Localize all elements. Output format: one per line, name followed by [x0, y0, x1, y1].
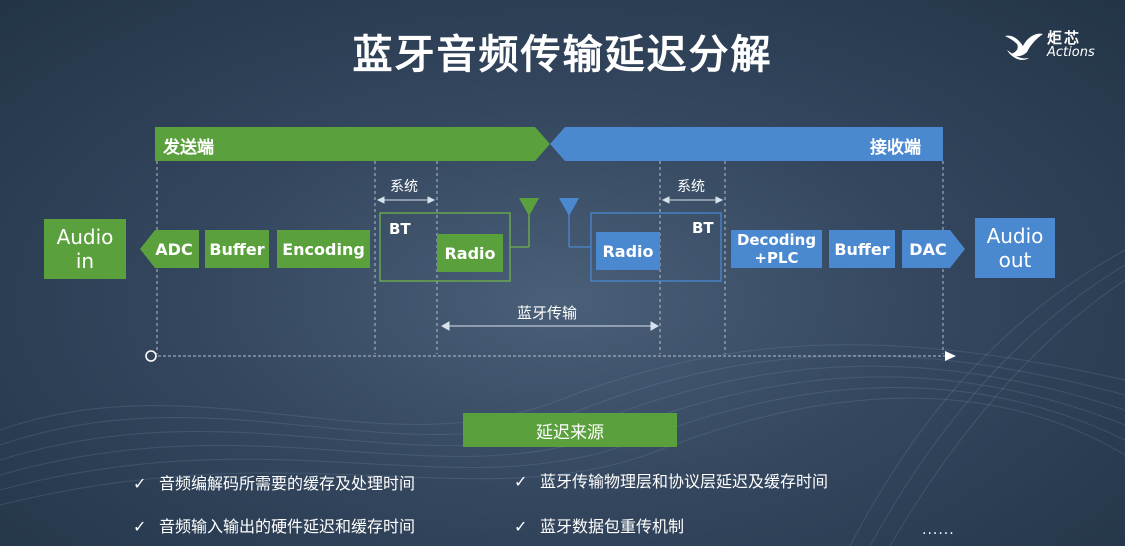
- adc-block: ADC: [155, 239, 193, 259]
- adc-arrow-shape: [140, 230, 199, 268]
- sender-banner-label: 发送端: [163, 138, 214, 158]
- check-icon: ✓: [514, 472, 528, 491]
- bird-logo-icon: [1005, 33, 1043, 60]
- latency-item-text: 蓝牙传输物理层和协议层延迟及缓存时间: [540, 472, 829, 491]
- decoding-plc-block: Decoding +PLC: [731, 230, 822, 268]
- logo-en-text: Actions: [1047, 45, 1095, 60]
- page-title: 蓝牙音频传输延迟分解: [352, 32, 773, 78]
- sender-antenna-icon: [510, 198, 539, 248]
- audio-in-box: Audio in: [44, 219, 126, 279]
- sender-radio-block: Radio: [437, 234, 503, 272]
- receiver-bt-label: BT: [692, 219, 714, 237]
- latency-item-3: ✓ 蓝牙传输物理层和协议层延迟及缓存时间: [514, 468, 828, 492]
- sender-banner: [155, 127, 550, 161]
- audio-in-line1: Audio: [56, 225, 114, 249]
- audio-out-box: Audio out: [975, 218, 1055, 278]
- receiver-buffer-block: Buffer: [829, 230, 895, 268]
- decoding-plc-label: Decoding +PLC: [736, 231, 817, 267]
- check-icon: ✓: [133, 517, 147, 536]
- dac-arrow-shape: [902, 230, 965, 268]
- bt-transmission-label: 蓝牙传输: [517, 304, 578, 322]
- audio-out-line1: Audio: [986, 224, 1044, 248]
- latency-item-1: ✓ 音频编解码所需要的缓存及处理时间: [133, 470, 415, 494]
- latency-item-2: ✓ 音频输入输出的硬件延迟和缓存时间: [133, 513, 415, 537]
- audio-out-line2: out: [998, 248, 1032, 272]
- more-ellipsis: ......: [922, 522, 955, 538]
- check-icon: ✓: [133, 474, 147, 493]
- sender-system-label: 系统: [390, 179, 418, 195]
- latency-item-text: 音频编解码所需要的缓存及处理时间: [159, 474, 416, 493]
- latency-item-4: ✓ 蓝牙数据包重传机制: [514, 513, 684, 537]
- receiver-radio-block: Radio: [596, 232, 660, 270]
- receiver-system-label: 系统: [677, 179, 705, 195]
- audio-in-line2: in: [75, 249, 95, 273]
- latency-sources-heading: 延迟来源: [463, 413, 677, 447]
- receiver-banner: [550, 127, 943, 161]
- encoding-block: Encoding: [277, 230, 370, 268]
- receiver-antenna-icon: [559, 198, 591, 248]
- logo-cn-text: 炬芯: [1047, 29, 1082, 47]
- sender-buffer-block: Buffer: [205, 230, 269, 268]
- latency-item-text: 蓝牙数据包重传机制: [540, 517, 685, 536]
- latency-item-text: 音频输入输出的硬件延迟和缓存时间: [159, 517, 416, 536]
- check-icon: ✓: [514, 517, 528, 536]
- sender-bt-label: BT: [389, 220, 411, 238]
- receiver-banner-label: 接收端: [870, 138, 921, 158]
- dac-block: DAC: [909, 239, 947, 259]
